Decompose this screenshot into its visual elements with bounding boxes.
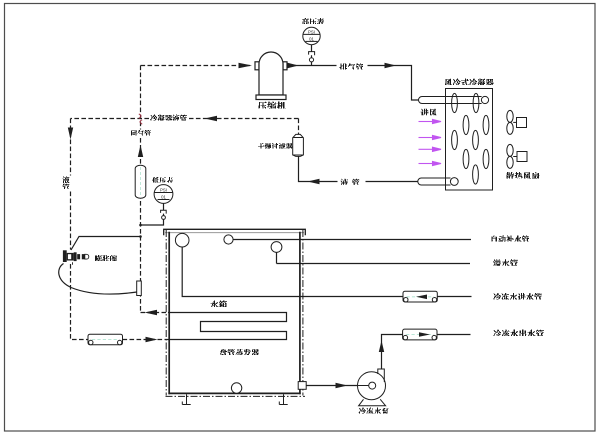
- svg-text:01: 01: [161, 195, 166, 200]
- svg-text:01: 01: [309, 37, 314, 42]
- svg-text:PSI: PSI: [160, 188, 167, 193]
- svg-text:PSI: PSI: [308, 29, 315, 34]
